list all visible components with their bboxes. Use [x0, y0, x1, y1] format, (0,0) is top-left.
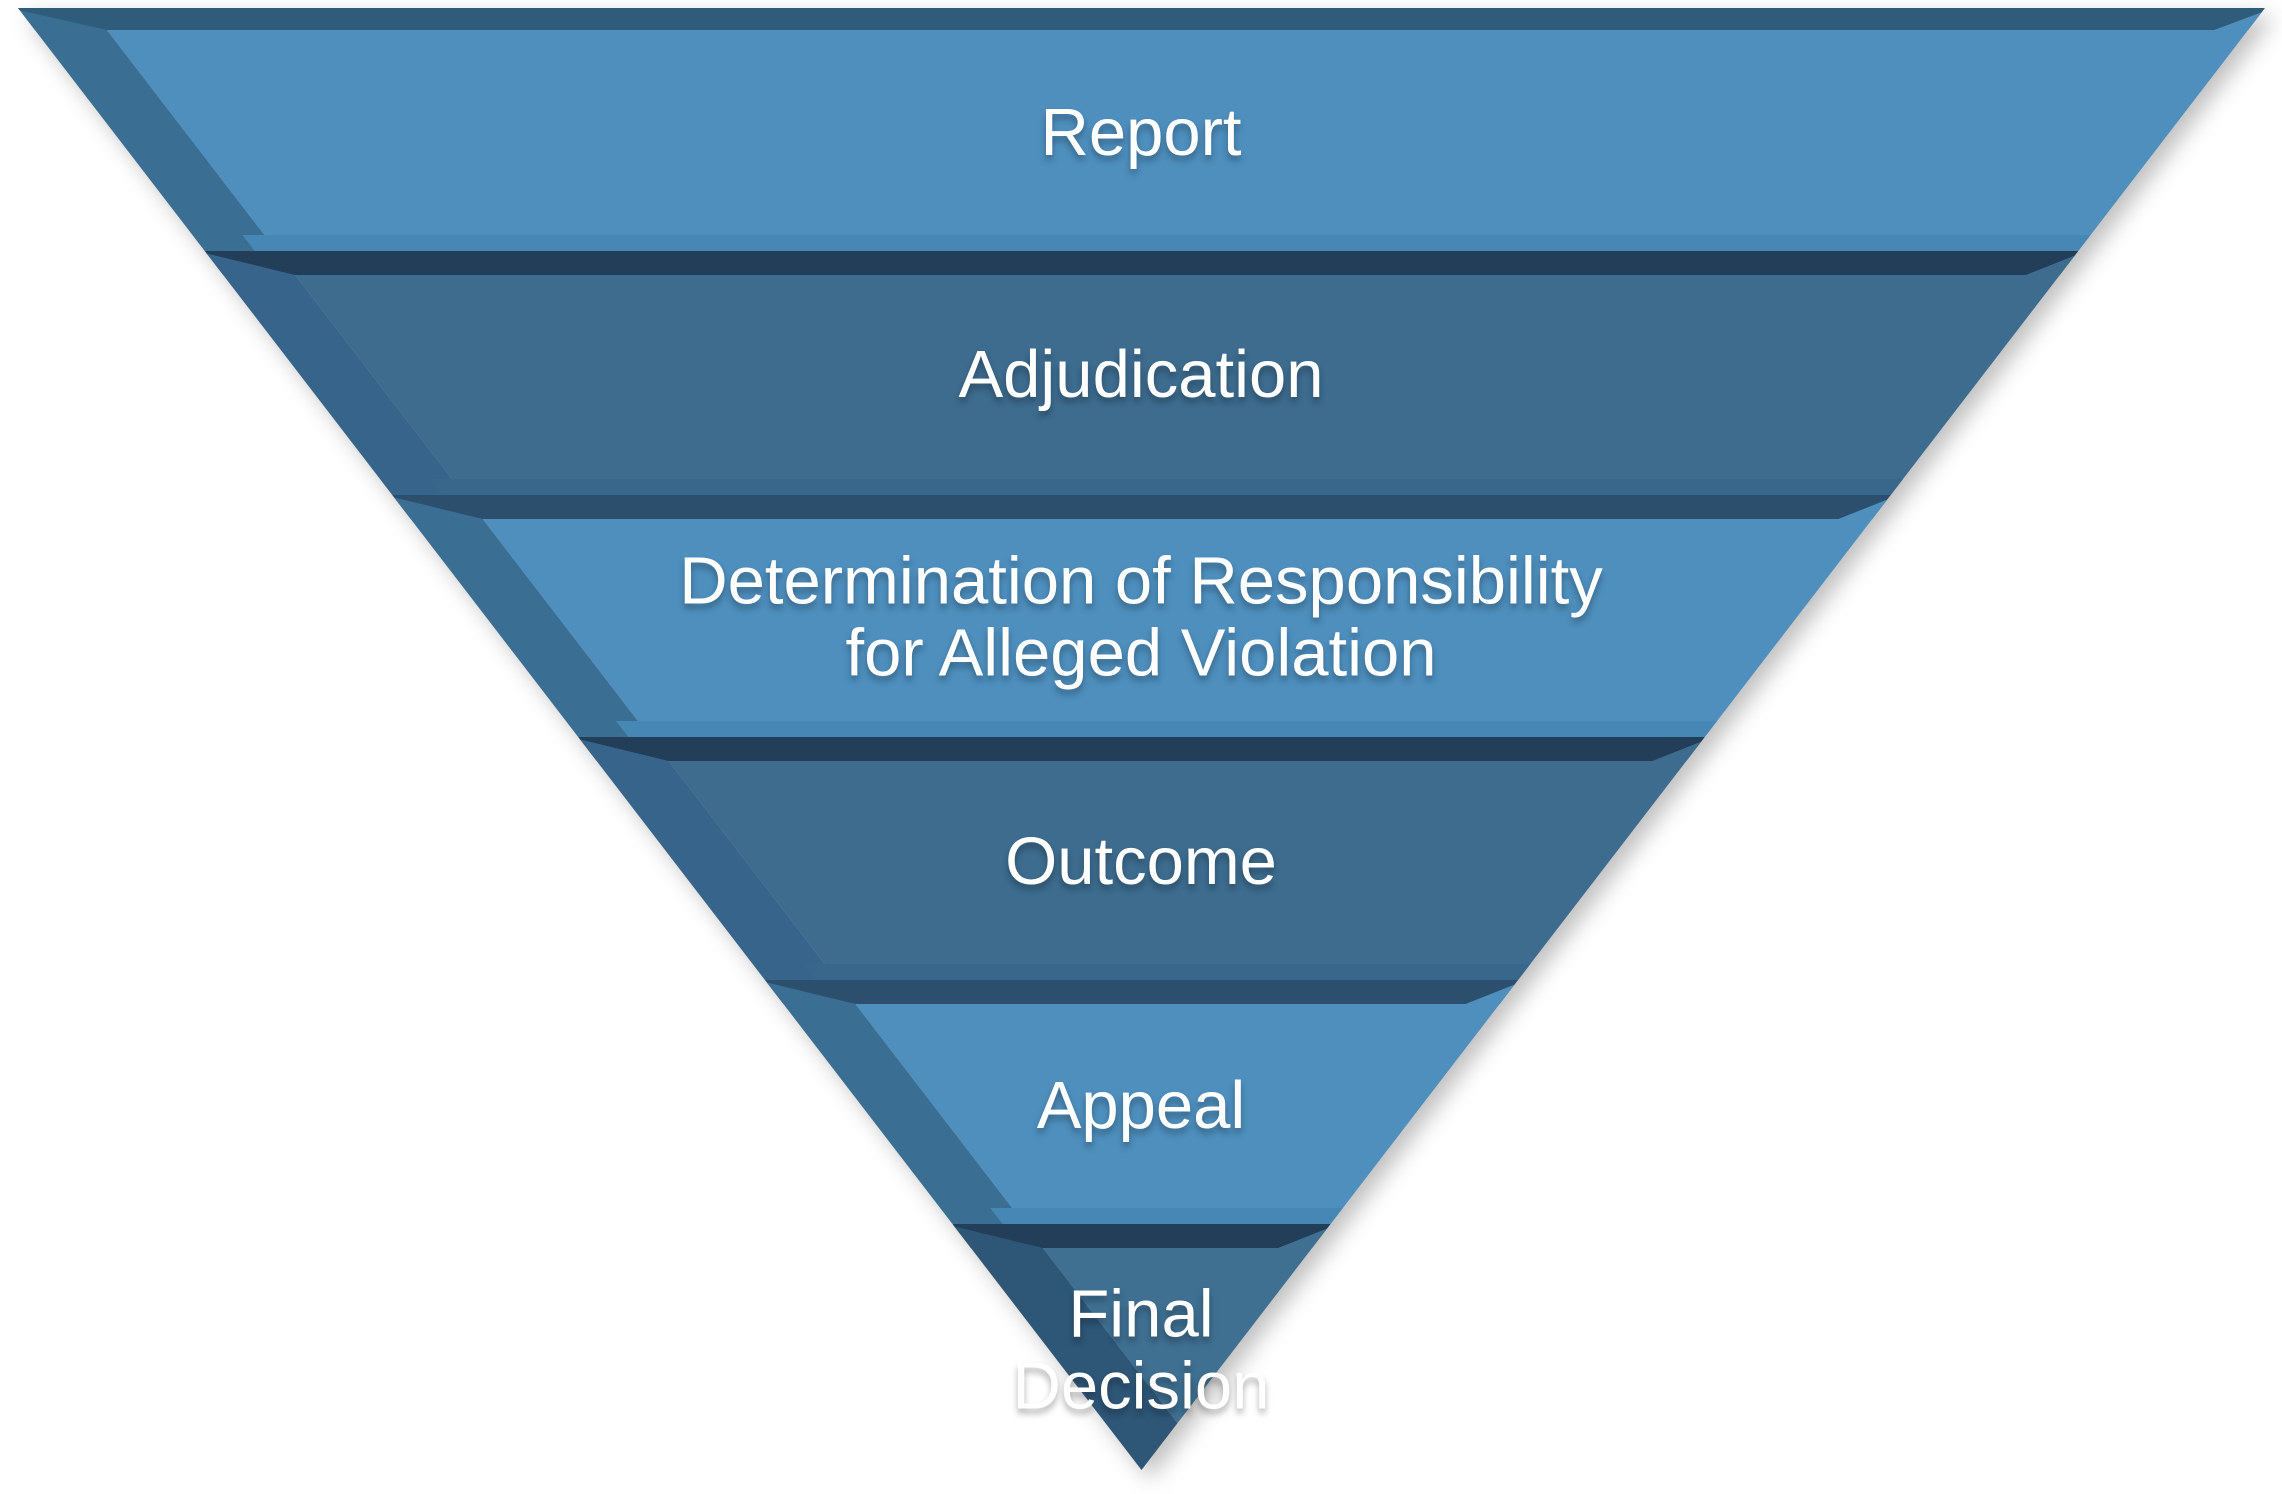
funnel-level-shape-1 — [196, 251, 2087, 495]
funnel-level-shape-3 — [570, 737, 1713, 980]
funnel-level-shape-4 — [757, 980, 1526, 1224]
funnel-level-shape-0 — [18, 8, 2265, 251]
funnel-level-shape-2 — [384, 495, 1899, 737]
funnel-level-shape-5 — [860, 1224, 1339, 1470]
